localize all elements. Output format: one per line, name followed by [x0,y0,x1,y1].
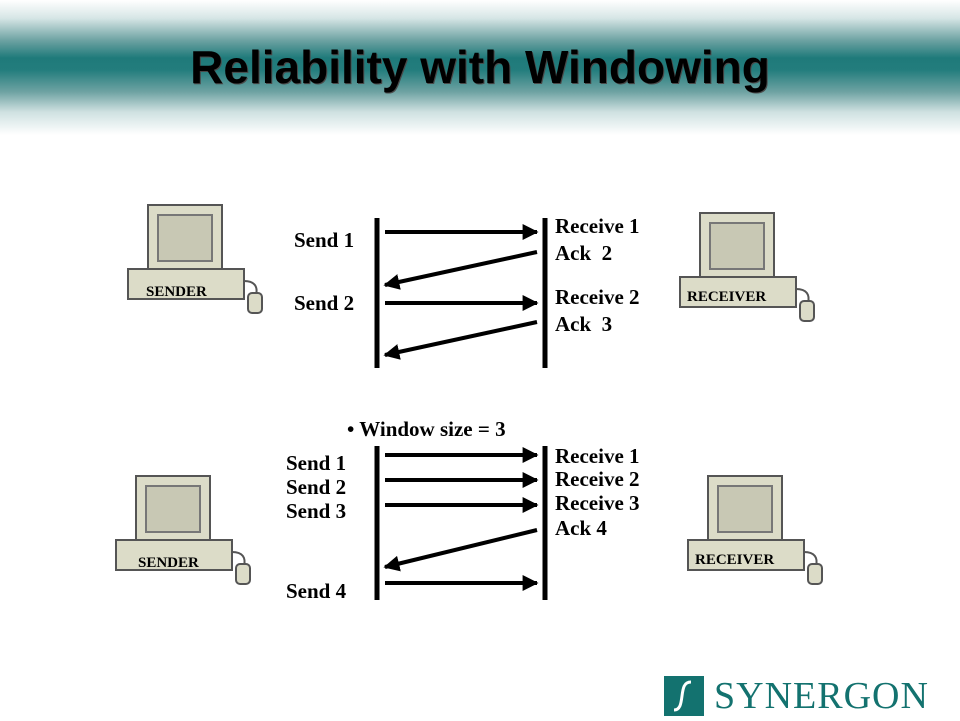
window-receive-2-label: Receive 2 [555,467,640,491]
receiver-computer-icon-2 [687,475,823,585]
receiver-computer-icon-1 [679,212,815,322]
ack-3-label: Ack 3 [555,312,613,336]
arrow-window-ack-4 [383,528,538,572]
window-send-4-label: Send 4 [286,579,347,603]
receiver-label: RECEIVER [687,289,767,305]
send-1-label: Send 1 [294,228,355,252]
window-size-text: Window size = 3 [359,417,506,441]
sender-computer-icon-2 [115,475,251,585]
receive-1-label: Receive 1 [555,214,640,238]
arrow-ack-2 [383,250,538,290]
receive-2-label: Receive 2 [555,285,640,309]
slide-title: Reliability with Windowing [190,41,770,93]
sender-computer-icon-1 [127,204,263,314]
synergon-logo-icon [664,676,704,716]
window-size-bullet: • Window size = 3 [347,417,506,442]
sender-label-2: SENDER [138,555,199,571]
arrow-ack-3 [383,320,538,360]
synergon-logo-text: SYNERGON [714,675,929,717]
window-send-3-label: Send 3 [286,499,347,523]
ack-2-label: Ack 2 [555,241,613,265]
bullet-dot: • [347,417,355,441]
window-receive-3-label: Receive 3 [555,491,640,515]
window-receive-1-label: Receive 1 [555,444,640,468]
send-2-label: Send 2 [294,291,355,315]
header-band [0,0,960,135]
window-send-1-label: Send 1 [286,451,347,475]
window-ack-4-label: Ack 4 [555,516,607,540]
receiver-label-2: RECEIVER [695,552,775,568]
sender-label: SENDER [146,284,207,300]
window-send-2-label: Send 2 [286,475,347,499]
